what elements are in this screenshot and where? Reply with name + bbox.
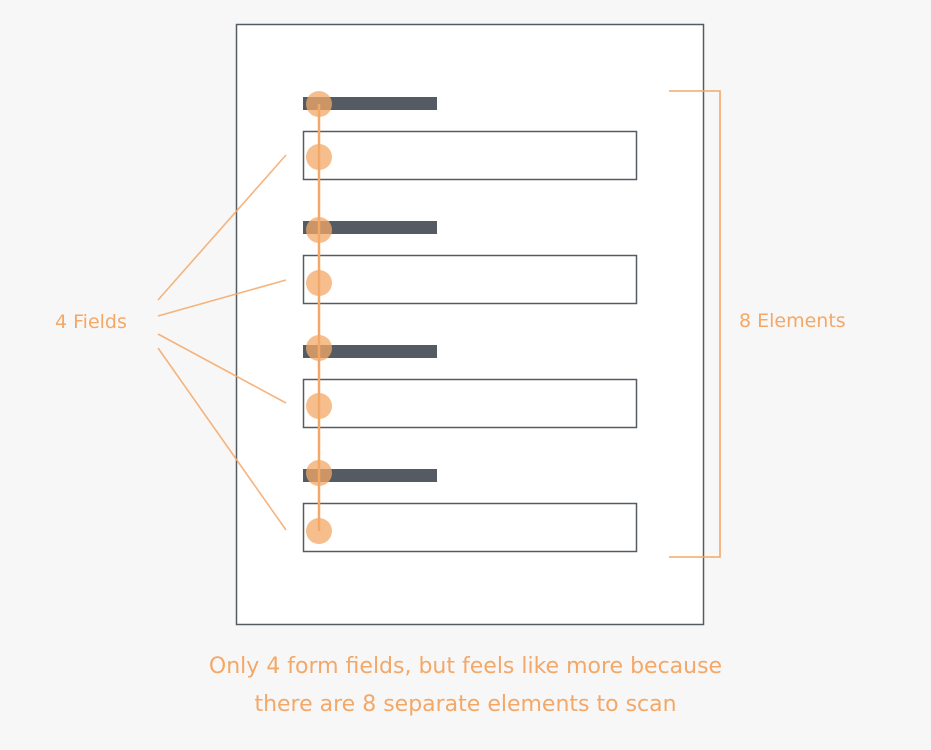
scan-point-1 [306,91,332,117]
elements-count-label: 8 Elements [739,310,846,332]
scan-points [306,91,332,544]
field-pointer-line-4 [157,347,287,531]
form-label-bar-3 [303,345,437,358]
field-pointer-line-2 [157,279,287,317]
form-input-box-1 [302,130,638,181]
scan-point-7 [306,460,332,486]
form-label-bar-1 [303,97,437,110]
scan-point-8 [306,518,332,544]
scan-point-3 [306,217,332,243]
scan-point-6 [306,393,332,419]
elements-bracket [669,90,721,558]
field-pointer-lines [157,154,287,531]
caption-line-1: Only 4 form fields, but feels like more … [208,654,723,679]
form-label-bar-4 [303,469,437,482]
diagram-caption: Only 4 form fields, but feels like more … [0,648,931,724]
form-input-box-2 [302,254,638,305]
field-pointer-line-1 [157,154,287,301]
form-label-bar-2 [303,221,437,234]
form-input-box-3 [302,378,638,429]
fields-count-label: 4 Fields [55,311,127,333]
form-input-box-4 [302,502,638,553]
scan-point-5 [306,335,332,361]
scan-point-2 [306,144,332,170]
scan-point-4 [306,270,332,296]
field-pointer-line-3 [157,333,287,404]
caption-line-2: there are 8 separate elements to scan [254,692,677,717]
